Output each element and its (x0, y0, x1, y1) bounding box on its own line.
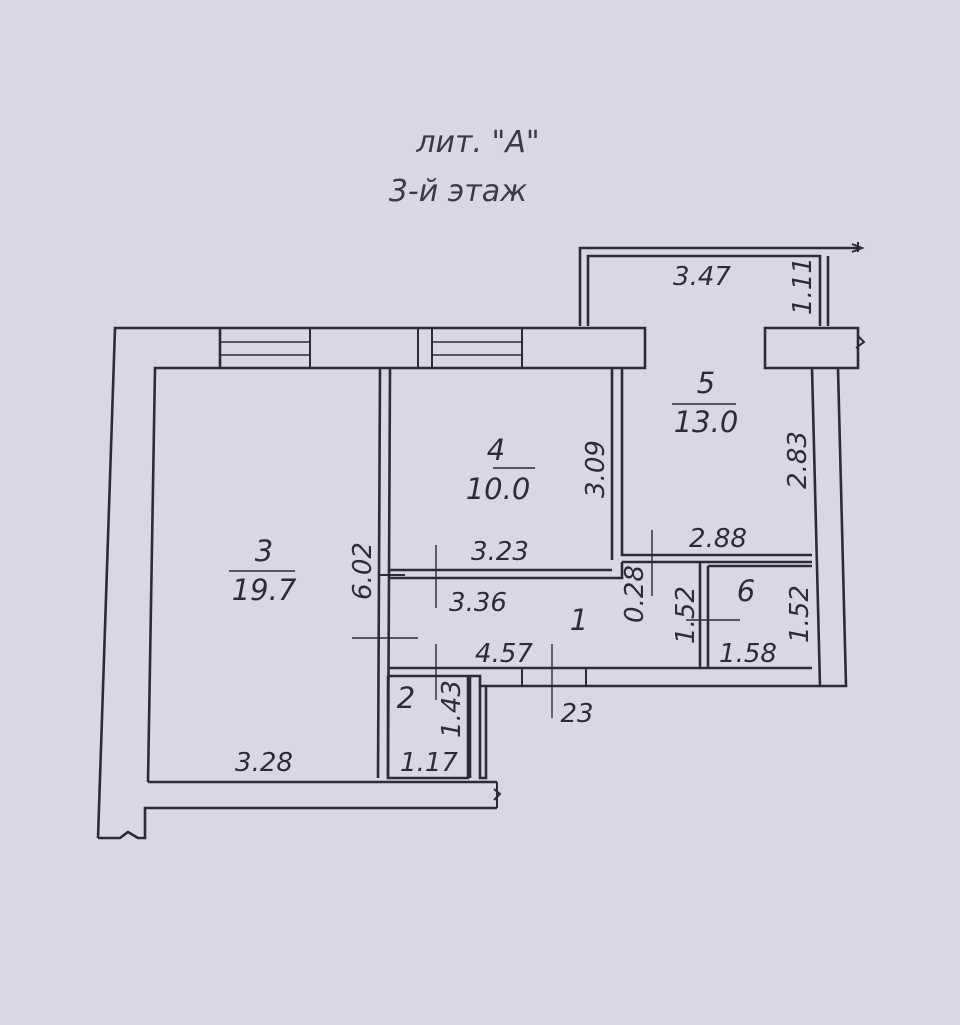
room-number: 3 (255, 534, 273, 568)
room-3: 3 19.7 (232, 534, 297, 607)
room-5: 5 13.0 (674, 366, 739, 439)
dim-balcony-depth: 1.11 (788, 257, 818, 315)
plan-title-floor: 3-й этаж (389, 174, 527, 209)
interior-walls (376, 367, 820, 780)
room-1: 1 (570, 603, 588, 637)
plan-title-letter: лит. "А" (415, 125, 539, 160)
dim-corridor-top: 3.36 (449, 588, 507, 618)
room-number: 5 (697, 366, 715, 400)
dim-room2-height: 1.43 (437, 680, 467, 738)
dim-room4-width: 3.23 (471, 537, 529, 567)
dim-corridor-step: 0.28 (620, 565, 650, 623)
dim-corridor-bottom: 4.57 (475, 639, 533, 669)
dim-room6-height: 1.52 (785, 585, 815, 643)
dim-balcony-width: 3.47 (673, 262, 731, 292)
dim-room2-width: 1.17 (400, 748, 458, 778)
room-number: 1 (570, 603, 588, 637)
dim-entry-width: 23 (560, 699, 593, 729)
room-area: 19.7 (232, 573, 297, 607)
outer-walls (96, 242, 866, 840)
room-area: 13.0 (674, 405, 739, 439)
dim-room4-height: 3.09 (581, 440, 611, 498)
room-number: 6 (737, 574, 755, 608)
room-number: 2 (397, 681, 415, 715)
dim-room3-height: 6.02 (348, 542, 378, 600)
dimension-labels: 3.47 1.11 6.02 3.28 3.23 3.09 2.83 2.88 … (235, 257, 818, 778)
dimension-ticks (229, 403, 740, 718)
dim-room5-width: 2.88 (689, 524, 747, 554)
room-number: 4 (487, 433, 505, 467)
dim-room3-width: 3.28 (235, 748, 293, 778)
dim-room5-height: 2.83 (783, 431, 813, 489)
room-4: 4 10.0 (466, 433, 531, 506)
room-2: 2 (397, 681, 415, 715)
dim-corridor-depth: 1.52 (671, 586, 701, 644)
dim-room6-width: 1.58 (719, 639, 777, 669)
room-6: 6 (737, 574, 755, 608)
room-area: 10.0 (466, 472, 531, 506)
